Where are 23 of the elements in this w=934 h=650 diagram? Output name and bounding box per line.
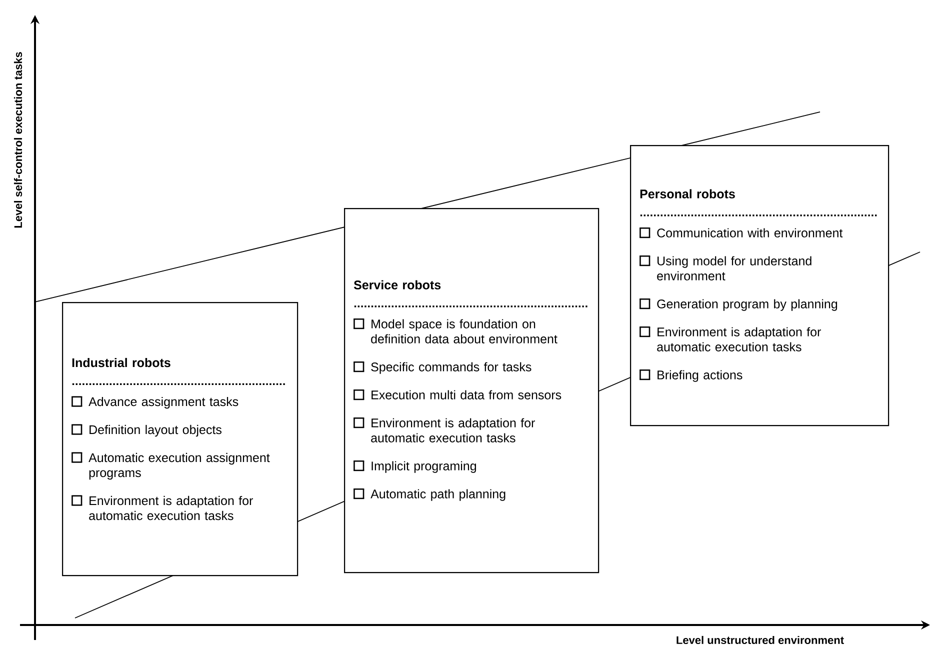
list-item: Advance assignment tasks	[88, 396, 238, 409]
category-box	[630, 144, 890, 426]
list-item: Environment is adaptation for automatic execution tasks	[89, 496, 253, 520]
list-item: Implicit programing	[372, 461, 476, 473]
list-item: Model space is foundation on definition data about environment	[371, 319, 558, 344]
heading: Industrial robots	[72, 358, 170, 368]
list-item: Automatic execution assignment programs	[88, 452, 270, 480]
list-item: Briefing actions	[658, 370, 742, 382]
list-item: Using model for understand environment	[657, 256, 812, 280]
list-item: Environment is adaptation for automatic execution tasks	[371, 418, 535, 442]
list-item: Communication with environment	[657, 228, 843, 238]
list-item: Definition layout objects	[90, 424, 222, 437]
list-item: Specific commands for tasks	[371, 362, 532, 374]
category-box	[62, 302, 298, 576]
list-item: Environment is adaptation for automatic execution tasks	[657, 327, 821, 352]
axis-label: Level unstructured environment	[676, 636, 844, 644]
heading: Service robots	[354, 280, 441, 290]
category-box	[344, 208, 600, 574]
list-item: Automatic path planning	[370, 489, 506, 501]
axis-label: Level self-control execution tasks	[14, 52, 22, 228]
list-item: Execution multi data from sensors	[372, 390, 562, 400]
heading: Personal robots	[640, 189, 735, 198]
list-item: Generation program by planning	[657, 299, 838, 311]
